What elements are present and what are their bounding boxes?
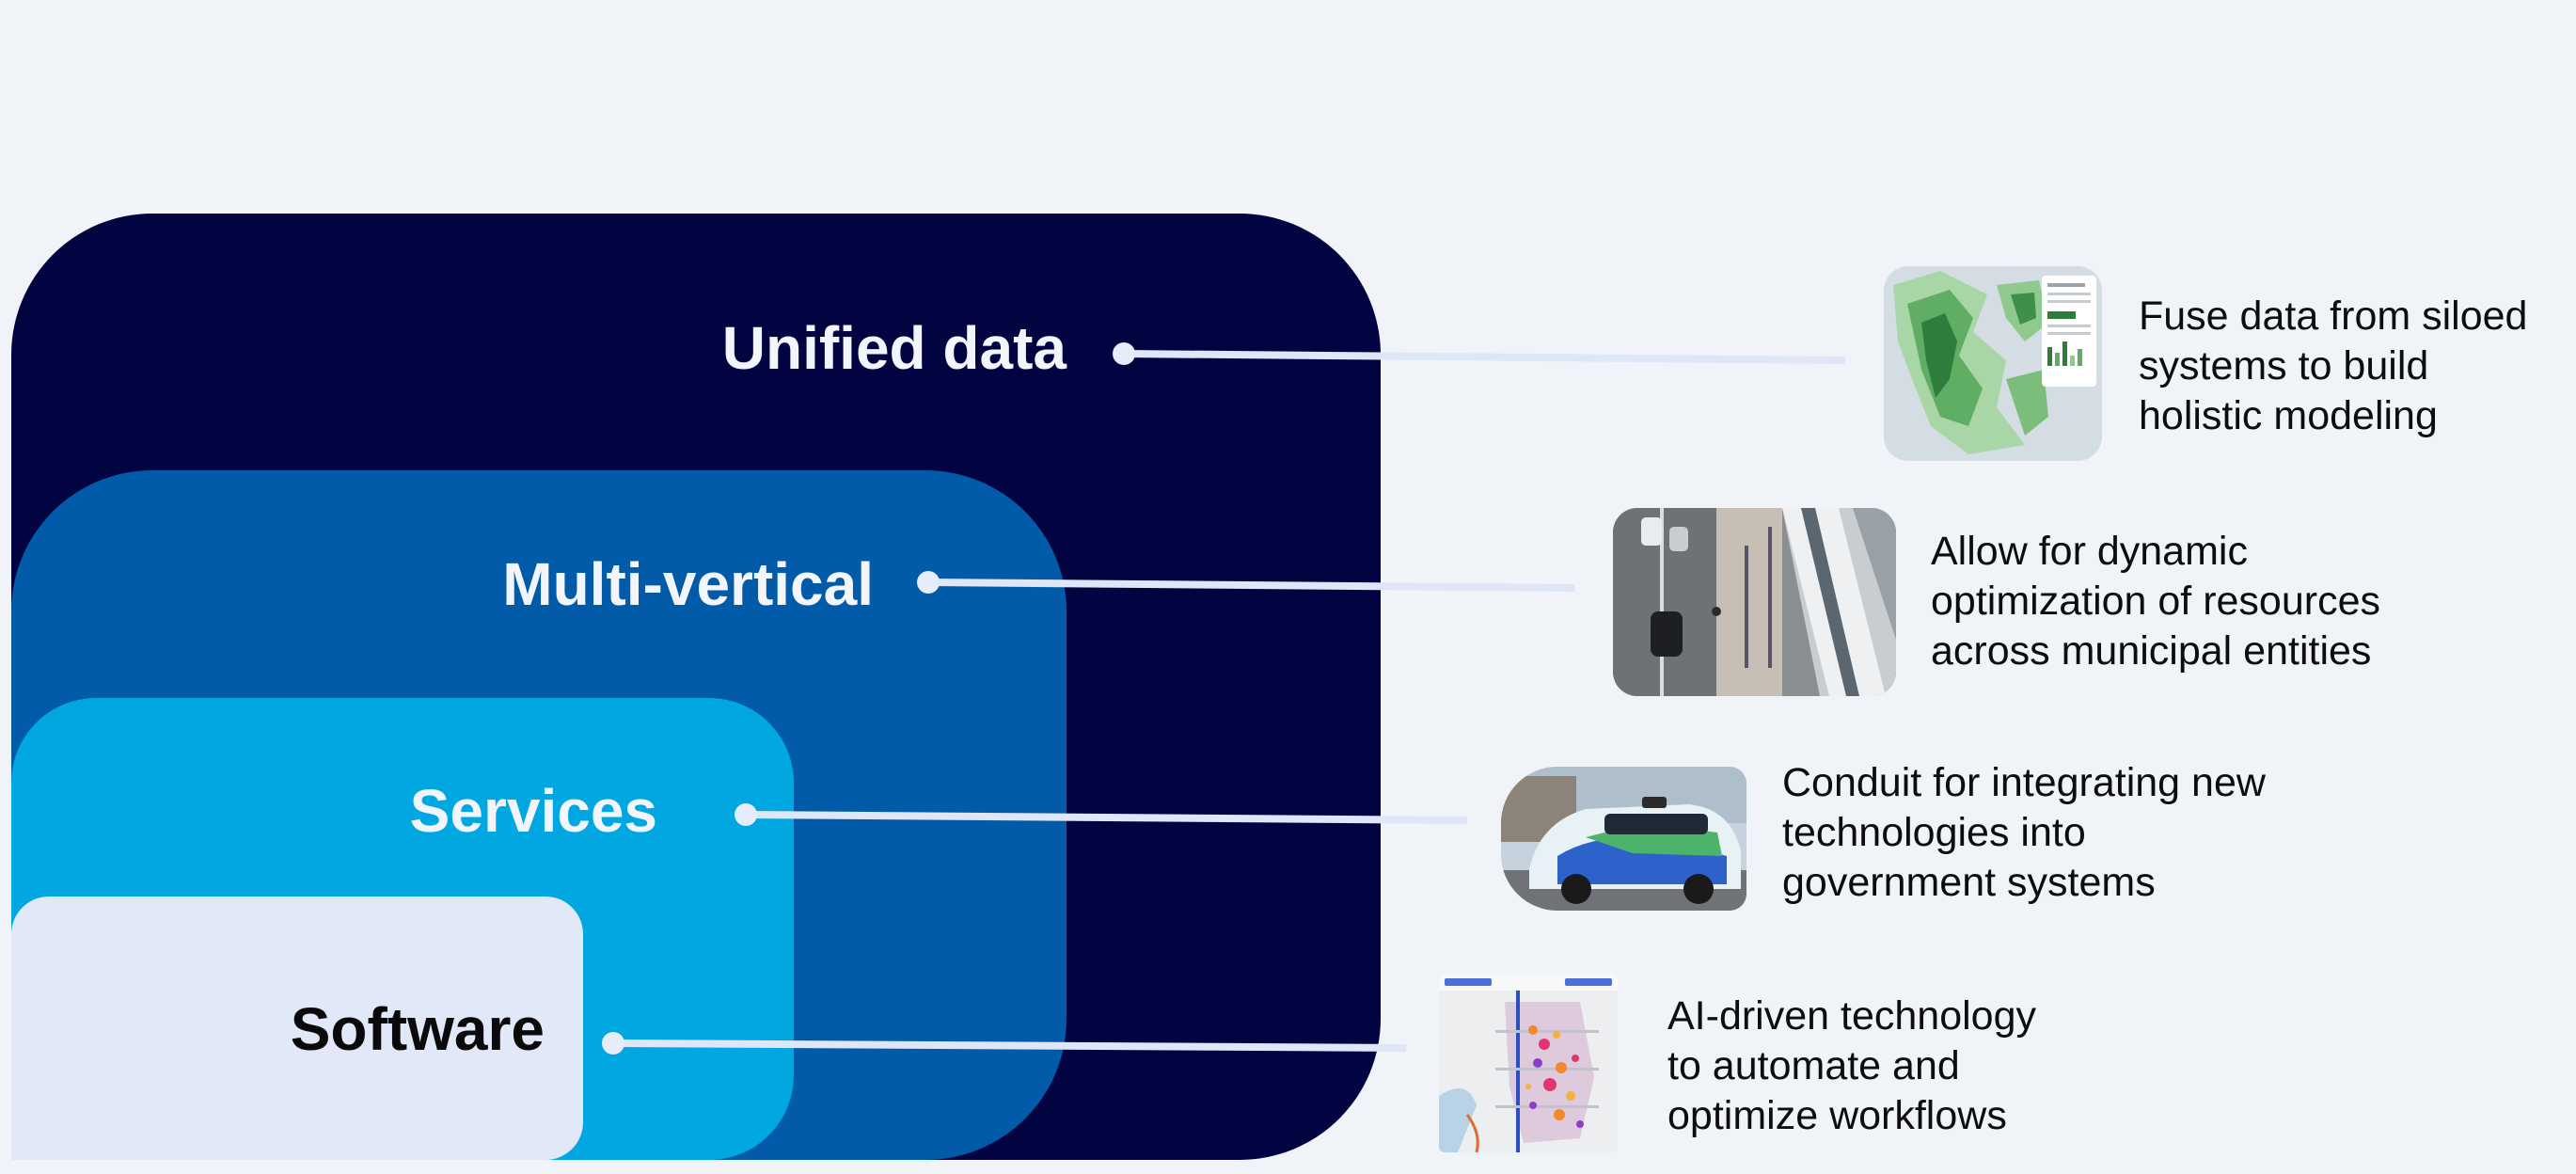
description-software: AI-driven technology to automate and opt…	[1667, 992, 2036, 1141]
connector-dot-unified	[1113, 342, 1135, 365]
description-line: Conduit for integrating new	[1782, 760, 2266, 805]
connector-dot-software	[602, 1032, 624, 1055]
description-line: holistic modeling	[2139, 393, 2438, 438]
connector-unified	[1123, 350, 1846, 364]
connector-services	[745, 811, 1468, 824]
description-line: government systems	[1782, 860, 2156, 905]
description-multi-vertical: Allow for dynamic optimization of resour…	[1931, 527, 2380, 676]
autonomous-vehicle-photo-image	[1501, 767, 1746, 911]
description-line: systems to build	[2139, 343, 2429, 389]
connector-dot-services	[735, 803, 757, 826]
description-line: Fuse data from siloed	[2139, 294, 2528, 339]
description-unified-data: Fuse data from siloed systems to build h…	[2139, 292, 2527, 441]
heatmap-dashboard-image	[1439, 974, 1618, 1152]
connector-multi	[927, 579, 1576, 592]
transit-station-photo-image	[1613, 508, 1896, 696]
layer-label-services: Services	[409, 777, 657, 845]
green-density-map-image	[1884, 266, 2102, 461]
layer-label-software: Software	[290, 995, 545, 1063]
connector-dot-multi	[917, 571, 940, 594]
description-line: optimization of resources	[1931, 579, 2380, 624]
layer-label-multi-vertical: Multi-vertical	[502, 550, 874, 618]
description-line: optimize workflows	[1667, 1093, 2007, 1138]
description-line: to automate and	[1667, 1043, 1960, 1088]
layer-label-unified-data: Unified data	[721, 314, 1067, 382]
description-line: technologies into	[1782, 810, 2086, 855]
connector-software	[612, 1039, 1407, 1052]
description-services: Conduit for integrating new technologies…	[1782, 758, 2266, 908]
description-line: Allow for dynamic	[1931, 529, 2248, 574]
description-line: across municipal entities	[1931, 628, 2372, 674]
description-line: AI-driven technology	[1667, 993, 2036, 1039]
layer-software	[11, 896, 583, 1160]
